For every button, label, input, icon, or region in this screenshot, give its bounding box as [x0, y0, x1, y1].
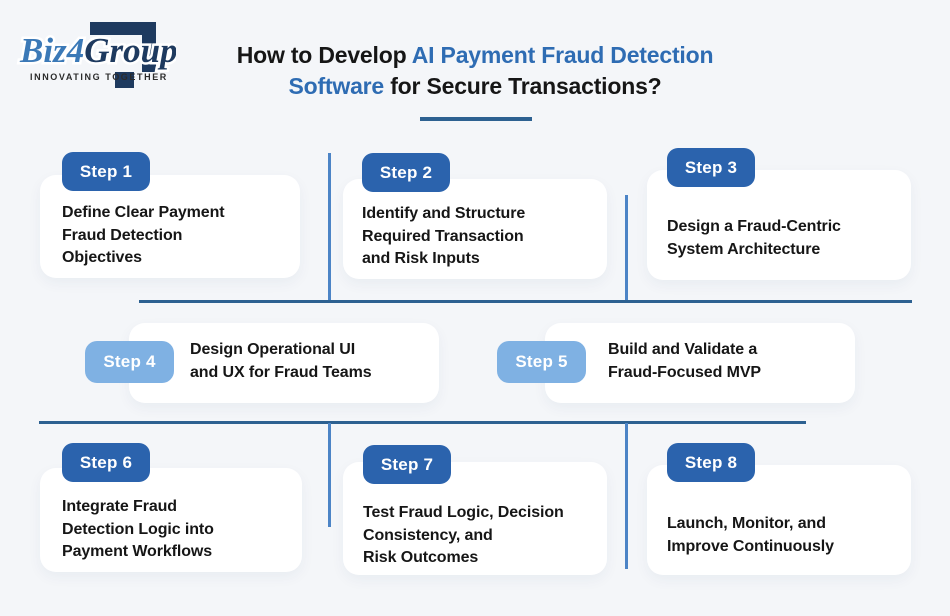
step-2-card: Identify and Structure Required Transact…: [343, 179, 607, 279]
biz4group-logo: Biz4Group INNOVATING TOGETHER: [17, 22, 176, 88]
title-prefix: How to Develop: [236, 42, 412, 68]
step-5-text: Build and Validate a Fraud-Focused MVP: [608, 341, 761, 381]
step-3-badge: Step 3: [667, 148, 755, 187]
step-1-text: Define Clear Payment Fraud Detection Obj…: [62, 204, 225, 267]
connector-horizontal-top: [139, 300, 912, 303]
step-3-text: Design a Fraud-Centric System Architectu…: [667, 218, 841, 258]
step-1-badge: Step 1: [62, 152, 150, 191]
step-4-card: Design Operational UI and UX for Fraud T…: [129, 323, 439, 403]
connector-vertical-row3-b: [625, 423, 628, 569]
step-4-text: Design Operational UI and UX for Fraud T…: [190, 341, 372, 381]
connector-vertical-row1-a: [328, 153, 331, 302]
step-1-card: Define Clear Payment Fraud Detection Obj…: [40, 175, 300, 278]
connector-vertical-row1-b: [625, 195, 628, 302]
step-6-text: Integrate Fraud Detection Logic into Pay…: [62, 498, 214, 561]
logo-tagline: INNOVATING TOGETHER: [30, 72, 168, 82]
step-7-badge: Step 7: [363, 445, 451, 484]
step-2-badge: Step 2: [362, 153, 450, 192]
step-2-text: Identify and Structure Required Transact…: [362, 205, 526, 268]
logo-mark: [90, 22, 156, 88]
step-7-text: Test Fraud Logic, Decision Consistency, …: [363, 504, 564, 567]
page-title: How to Develop AI Payment Fraud Detectio…: [205, 40, 745, 103]
step-5-badge: Step 5: [497, 341, 586, 383]
logo-text-biz: Biz: [19, 31, 67, 70]
step-6-badge: Step 6: [62, 443, 150, 482]
step-3-card: Design a Fraud-Centric System Architectu…: [647, 170, 911, 280]
title-suffix: for Secure Transactions?: [384, 73, 662, 100]
step-8-badge: Step 8: [667, 443, 755, 482]
step-4-badge: Step 4: [85, 341, 174, 383]
title-underline-decoration: [420, 117, 532, 121]
logo-text-group: Group: [84, 31, 176, 70]
logo-wordmark: Biz4Group: [19, 31, 176, 70]
logo-text-4: 4: [66, 31, 85, 70]
step-8-text: Launch, Monitor, and Improve Continuousl…: [667, 515, 834, 555]
step-8-card: Launch, Monitor, and Improve Continuousl…: [647, 465, 911, 575]
connector-horizontal-bottom: [39, 421, 806, 424]
connector-vertical-row3-a: [328, 423, 331, 527]
title-highlight: AI Payment Fraud Detection Software: [288, 42, 714, 100]
step-6-card: Integrate Fraud Detection Logic into Pay…: [40, 468, 302, 572]
step-5-card: Build and Validate a Fraud-Focused MVP: [545, 323, 855, 403]
